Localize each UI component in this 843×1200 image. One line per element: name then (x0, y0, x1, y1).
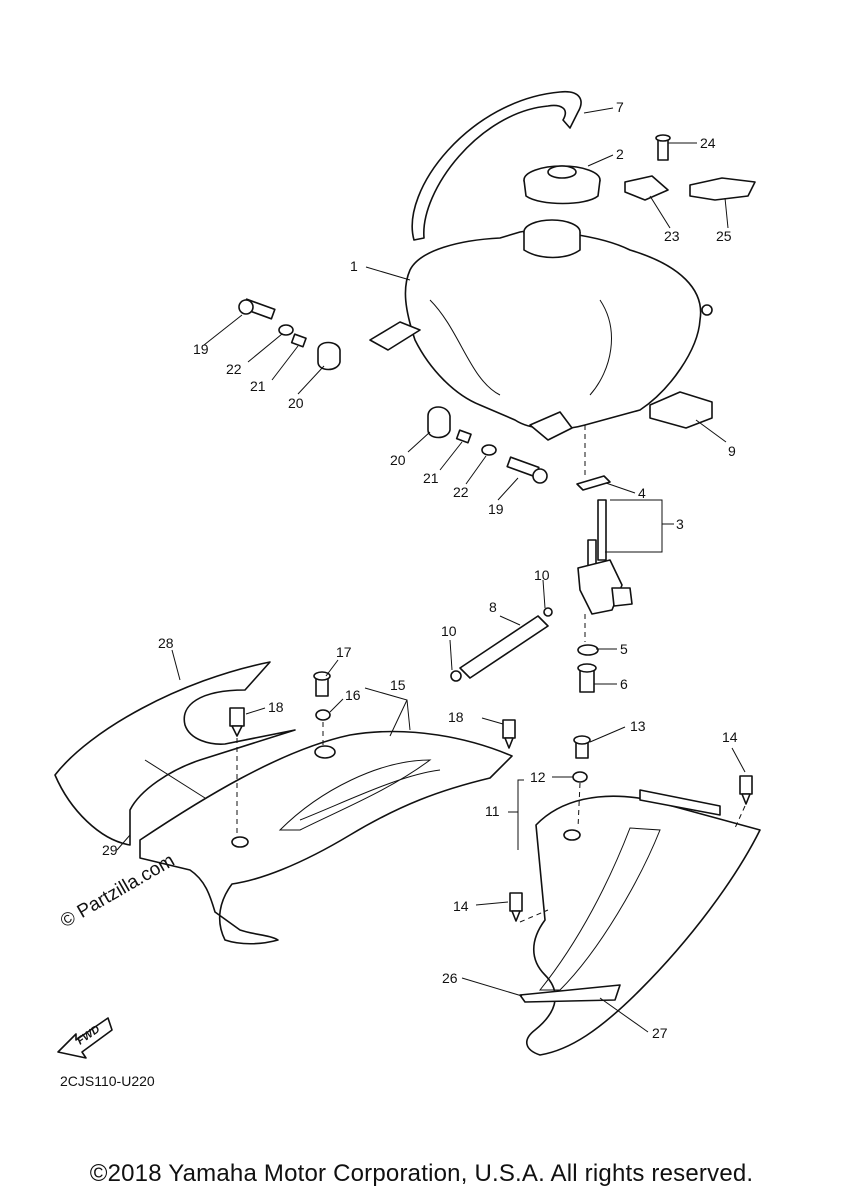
callout-16[interactable]: 16 (345, 687, 361, 703)
mount-hardware-upper[interactable] (238, 298, 341, 371)
callout-2[interactable]: 2 (616, 146, 624, 162)
side-cover-left[interactable] (139, 730, 513, 945)
fuel-cap[interactable] (523, 165, 601, 205)
callout-18-right[interactable]: 18 (448, 709, 464, 725)
callout-8[interactable]: 8 (489, 599, 497, 615)
side-cover-top[interactable] (54, 661, 296, 846)
clip-18-left[interactable] (229, 707, 245, 737)
callout-18-left[interactable]: 18 (268, 699, 284, 715)
fuel-cock[interactable] (576, 475, 633, 693)
fuel-hose[interactable] (450, 607, 553, 682)
callout-labels: 1 2 3 4 5 6 7 8 9 10 10 11 12 13 14 14 1… (102, 99, 738, 1041)
bracket-23[interactable] (624, 175, 669, 201)
callout-14-left[interactable]: 14 (453, 898, 469, 914)
callout-11[interactable]: 11 (485, 803, 500, 819)
parts-diagram: 1 2 3 4 5 6 7 8 9 10 10 11 12 13 14 14 1… (54, 90, 761, 1059)
callout-28[interactable]: 28 (158, 635, 174, 651)
callout-9[interactable]: 9 (728, 443, 736, 459)
callout-27[interactable]: 27 (652, 1025, 668, 1041)
callout-26[interactable]: 26 (442, 970, 458, 986)
callout-10-left[interactable]: 10 (441, 623, 457, 639)
bolt-24[interactable] (655, 134, 671, 161)
bracket-25[interactable] (689, 177, 756, 201)
nut-12[interactable] (572, 771, 588, 783)
assembly-lines (236, 425, 746, 923)
callout-20-upper[interactable]: 20 (288, 395, 304, 411)
callout-23[interactable]: 23 (664, 228, 680, 244)
side-cover-right[interactable] (519, 789, 761, 1056)
callout-7[interactable]: 7 (616, 99, 624, 115)
callout-14-right[interactable]: 14 (722, 729, 738, 745)
clip-14-right[interactable] (739, 775, 753, 805)
callout-10-right[interactable]: 10 (534, 567, 550, 583)
clip-18-right[interactable] (502, 719, 516, 749)
callout-15[interactable]: 15 (390, 677, 406, 693)
breather-hose[interactable] (411, 90, 582, 241)
callout-4[interactable]: 4 (638, 485, 646, 501)
screw-17[interactable] (313, 671, 331, 697)
callout-21-upper[interactable]: 21 (250, 378, 266, 394)
callout-17[interactable]: 17 (336, 644, 352, 660)
copyright-notice: ©2018 Yamaha Motor Corporation, U.S.A. A… (89, 1160, 754, 1187)
watermark: © Partzilla.com (57, 850, 178, 932)
leader-lines (116, 107, 746, 1033)
callout-24[interactable]: 24 (700, 135, 716, 151)
fuel-tank[interactable] (369, 219, 713, 441)
callout-5[interactable]: 5 (620, 641, 628, 657)
screw-13[interactable] (573, 735, 591, 759)
nut-16[interactable] (315, 709, 331, 721)
callout-12[interactable]: 12 (530, 769, 546, 785)
callout-3[interactable]: 3 (676, 516, 684, 532)
callout-22-lower[interactable]: 22 (453, 484, 469, 500)
callout-19-upper[interactable]: 19 (193, 341, 209, 357)
mount-hardware-lower[interactable] (427, 406, 548, 484)
callout-22-upper[interactable]: 22 (226, 361, 242, 377)
callout-21-lower[interactable]: 21 (423, 470, 439, 486)
callout-25[interactable]: 25 (716, 228, 732, 244)
callout-19-lower[interactable]: 19 (488, 501, 504, 517)
fwd-arrow-icon: FWD (57, 1017, 113, 1059)
callout-13[interactable]: 13 (630, 718, 646, 734)
callout-6[interactable]: 6 (620, 676, 628, 692)
callout-20-lower[interactable]: 20 (390, 452, 406, 468)
clip-14-left[interactable] (509, 892, 523, 922)
callout-1[interactable]: 1 (350, 258, 358, 274)
damper-9[interactable] (649, 391, 713, 429)
diagram-code: 2CJS110-U220 (60, 1073, 155, 1089)
callout-29[interactable]: 29 (102, 842, 118, 858)
